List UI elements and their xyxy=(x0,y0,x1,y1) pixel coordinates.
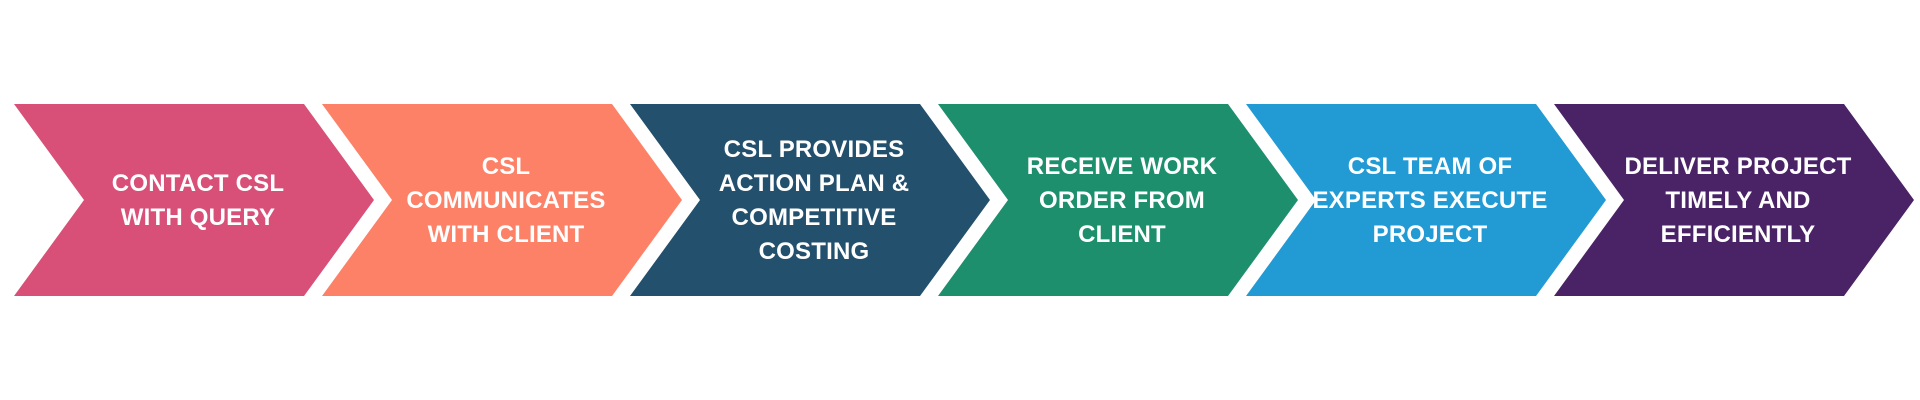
step-label-line: EXPERTS EXECUTE xyxy=(1312,187,1547,214)
process-step-1: CONTACT CSL WITH QUERY xyxy=(14,104,374,296)
step-label: CONTACT CSL WITH QUERY xyxy=(112,170,284,231)
step-label-line: ORDER FROM xyxy=(1039,187,1205,214)
step-label-line: CONTACT CSL xyxy=(112,170,284,197)
step-label-line: CSL PROVIDES xyxy=(724,136,905,163)
step-label-line: DELIVER PROJECT xyxy=(1624,153,1851,180)
process-step-5: CSL TEAM OF EXPERTS EXECUTE PROJECT xyxy=(1246,104,1606,296)
step-label-line: ACTION PLAN & xyxy=(719,170,910,197)
step-label-line: WITH CLIENT xyxy=(428,221,585,248)
step-label-line: RECEIVE WORK xyxy=(1027,153,1218,180)
step-label-line: EFFICIENTLY xyxy=(1661,221,1816,248)
step-label: DELIVER PROJECT TIMELY AND EFFICIENTLY xyxy=(1624,153,1851,248)
process-step-4: RECEIVE WORK ORDER FROM CLIENT xyxy=(938,104,1298,296)
step-label-line: TIMELY AND xyxy=(1665,187,1810,214)
process-step-2: CSL COMMUNICATES WITH CLIENT xyxy=(322,104,682,296)
chevron-arrow-shape xyxy=(938,104,1298,296)
step-label: CSL COMMUNICATES WITH CLIENT xyxy=(406,153,605,248)
step-label: RECEIVE WORK ORDER FROM CLIENT xyxy=(1027,153,1218,248)
step-label-line: COSTING xyxy=(759,238,870,265)
step-label-line: CLIENT xyxy=(1078,221,1166,248)
chevron-arrow-shape xyxy=(322,104,682,296)
step-label-line: COMPETITIVE xyxy=(732,204,897,231)
step-label-line: WITH QUERY xyxy=(121,204,275,231)
chevron-arrow-shape xyxy=(14,104,374,296)
step-label-line: COMMUNICATES xyxy=(406,187,605,214)
chevron-arrow-shape xyxy=(630,104,990,296)
step-label: CSL TEAM OF EXPERTS EXECUTE PROJECT xyxy=(1312,153,1547,248)
step-label-line: PROJECT xyxy=(1373,221,1488,248)
chevron-arrow-shape xyxy=(1554,104,1914,296)
process-step-6: DELIVER PROJECT TIMELY AND EFFICIENTLY xyxy=(1554,104,1914,296)
step-label: CSL PROVIDES ACTION PLAN & COMPETITIVE COST… xyxy=(719,136,910,265)
process-step-3: CSL PROVIDES ACTION PLAN & COMPETITIVE COST… xyxy=(630,104,990,296)
chevron-arrow-shape xyxy=(1246,104,1606,296)
step-label-line: CSL TEAM OF xyxy=(1348,153,1512,180)
step-label-line: CSL xyxy=(482,153,531,180)
